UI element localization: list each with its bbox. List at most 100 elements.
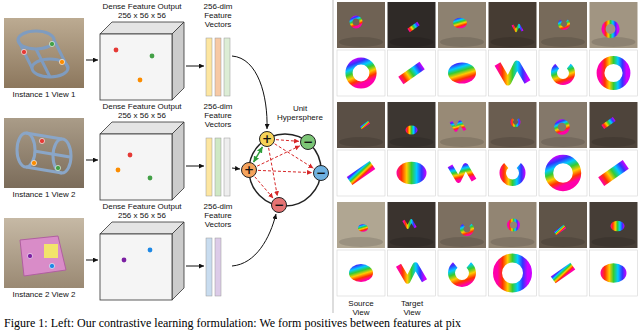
- flow-arrow: [86, 60, 98, 61]
- image-ground: [4, 18, 84, 88]
- cloud-ground: [539, 50, 587, 96]
- grid-cell: [337, 50, 385, 96]
- floor-shade: [440, 37, 484, 47]
- cloud-ground: [539, 250, 587, 296]
- grid-cell: [590, 2, 638, 48]
- pixel-dot: [27, 253, 32, 258]
- similarity-arrow: [258, 170, 312, 172]
- feature-vector: [224, 138, 230, 196]
- cloud-ground: [388, 250, 436, 296]
- figure-caption: Figure 1: Left: Our contrastive learning…: [4, 317, 461, 330]
- cage-bar: [34, 151, 70, 157]
- cage-bar: [26, 133, 62, 139]
- grid-cell: [489, 202, 537, 248]
- photo-ground: [489, 102, 537, 148]
- pixel-dot: [49, 263, 54, 268]
- point-cloud: [598, 160, 629, 186]
- image-ground: [4, 218, 84, 288]
- point-cloud: [498, 64, 528, 82]
- object-render: [460, 224, 474, 236]
- photo-ground: [337, 102, 385, 148]
- image-caption: Instance 1 View 2: [1, 190, 87, 199]
- cage-bar: [36, 49, 50, 77]
- render-image: [4, 218, 84, 288]
- render-image: [4, 18, 84, 88]
- object-render: [604, 22, 618, 36]
- sign-circle: −: [313, 165, 329, 181]
- sphere-title: Unit Hypersphere: [272, 104, 328, 122]
- photo-ground: [388, 102, 436, 148]
- grid-cell: [438, 2, 486, 48]
- object-patch: [44, 244, 58, 258]
- pixel-dot: [59, 59, 64, 64]
- floor-shade: [592, 237, 636, 247]
- grid-cell: [489, 102, 537, 148]
- grid-cell: [388, 250, 436, 296]
- cloud-ground: [388, 150, 436, 196]
- cloud-ground: [438, 250, 486, 296]
- grid-cell: [337, 2, 385, 48]
- floor-shade: [491, 137, 535, 147]
- layer-title: Dense Feature Output: [92, 102, 192, 111]
- photo-ground: [388, 202, 436, 248]
- grid-cell: [438, 50, 486, 96]
- panel-divider: [333, 0, 334, 313]
- feature-dot: [150, 54, 155, 59]
- grid-cell: [388, 2, 436, 48]
- grid-cell: [388, 202, 436, 248]
- photo-ground: [590, 202, 638, 248]
- photo-ground: [438, 2, 486, 48]
- sign-text: −: [274, 199, 284, 211]
- object-render: [513, 25, 523, 31]
- cloud-ground: [337, 150, 385, 196]
- image-caption: Instance 1 View 1: [1, 90, 87, 99]
- object-render: [554, 225, 566, 235]
- floor-shade: [440, 137, 484, 147]
- tensor-shape: 256 x 56 x 56: [92, 211, 192, 220]
- point-cloud: [551, 263, 575, 284]
- result-grid: [337, 2, 638, 296]
- floor-shade: [541, 137, 585, 147]
- object-render: [558, 19, 570, 30]
- sign-text: +: [244, 164, 254, 176]
- embed-arrow: [232, 56, 267, 129]
- floor-shade: [440, 237, 484, 247]
- feature-dot: [148, 176, 153, 181]
- cloud-ground: [489, 50, 537, 96]
- feature-vector: [215, 238, 221, 296]
- sign-circle: −: [300, 134, 316, 150]
- point-cloud: [601, 263, 627, 283]
- photo-ground: [337, 202, 385, 248]
- floor-shade: [592, 137, 636, 147]
- point-cloud: [448, 262, 476, 287]
- grid-cell: [590, 202, 638, 248]
- photo-ground: [489, 202, 537, 248]
- feature-vector: [215, 38, 221, 96]
- image-caption: Instance 2 View 2: [1, 290, 87, 299]
- pixel-dot: [31, 160, 36, 165]
- grid-cell: [438, 202, 486, 248]
- pixel-dot: [39, 138, 44, 143]
- point-cloud: [347, 161, 376, 185]
- layer-title: Dense Feature Output: [92, 2, 192, 11]
- feature-dot: [116, 168, 121, 173]
- floor-shade: [390, 237, 434, 247]
- similarity-arrow: [255, 177, 273, 198]
- grid-cell: [337, 150, 385, 196]
- grid-cell: [590, 50, 638, 96]
- cloud-ground: [590, 150, 638, 196]
- floor-shade: [541, 237, 585, 247]
- object-render: [351, 17, 361, 27]
- grid-cell: [438, 102, 486, 148]
- column-title: Target View: [392, 299, 432, 317]
- grid-cell: [438, 150, 486, 196]
- flow-arrow: [186, 66, 204, 67]
- flow-arrow: [86, 260, 98, 261]
- object-render: [406, 126, 418, 135]
- grid-cell: [489, 250, 537, 296]
- grid-cell: [590, 102, 638, 148]
- grid-cell: [539, 202, 587, 248]
- cage-ring: [18, 31, 54, 49]
- tensor-shape: 256 x 56 x 56: [92, 11, 192, 20]
